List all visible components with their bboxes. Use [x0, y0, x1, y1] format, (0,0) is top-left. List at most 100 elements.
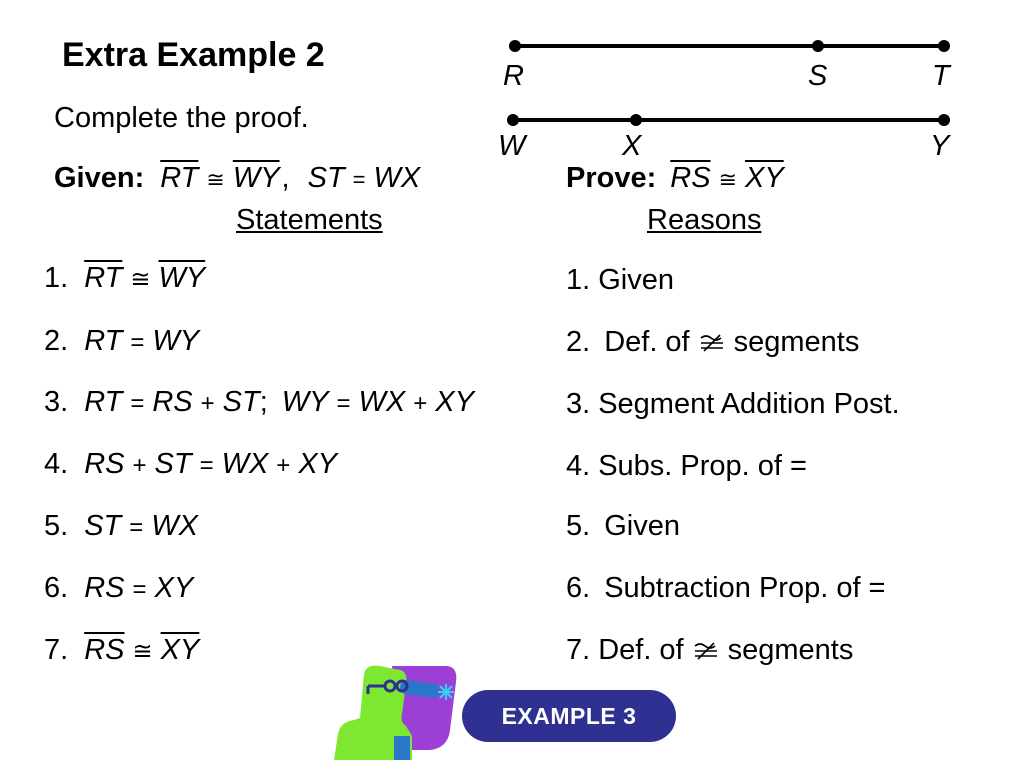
math-operator: ≅	[132, 638, 153, 665]
segment-term: ST	[84, 510, 122, 542]
math-operator: =	[130, 329, 145, 356]
congruent-symbol-icon	[700, 333, 723, 352]
math-operator: +	[413, 390, 428, 417]
segment-term: WX	[358, 386, 406, 418]
reason-number: 5.	[566, 510, 591, 542]
given-separator: ,	[281, 162, 290, 194]
reason-text: Given	[604, 510, 680, 542]
statements-header: Statements	[236, 204, 383, 236]
segment-term: RT	[84, 262, 123, 294]
example-3-button[interactable]: EXAMPLE 3	[462, 690, 676, 742]
reason-row: 1.Given	[566, 264, 674, 297]
mascot-glasses-lens	[395, 679, 409, 693]
given-row: Given: RT ≅ WY , ST = WX	[54, 162, 420, 195]
statement-row: 1.RT≅WY	[44, 262, 205, 295]
reason-row: 3.Segment Addition Post.	[566, 388, 900, 421]
reason-text: Def. of	[598, 634, 684, 666]
reason-text: Segment Addition Post.	[598, 388, 900, 420]
equals-symbol: =	[352, 167, 366, 192]
reasons-header: Reasons	[647, 204, 762, 236]
reason-number: 6.	[566, 572, 591, 604]
reason-text: Subs. Prop. of =	[598, 450, 807, 482]
given-seg1: RT	[160, 162, 199, 194]
reason-text: segments	[727, 634, 854, 666]
point-r	[509, 40, 521, 52]
reason-number: 3.	[566, 388, 591, 420]
given-eq-right: WX	[373, 162, 421, 194]
segment-term: WX	[151, 510, 198, 542]
segment-term: XY	[298, 448, 337, 480]
page-title: Extra Example 2	[62, 36, 325, 74]
statement-number: 2.	[44, 325, 69, 357]
label-r: R	[503, 60, 524, 92]
segment-term: WY	[152, 325, 200, 357]
reason-text: Subtraction Prop. of =	[604, 572, 886, 604]
math-operator: +	[200, 390, 215, 417]
prove-label: Prove:	[566, 162, 657, 194]
reason-row: 7.Def. of segments	[566, 634, 853, 667]
statement-number: 5.	[44, 510, 69, 542]
math-operator: =	[129, 514, 144, 541]
label-x: X	[622, 130, 642, 162]
mascot-blue-arm	[399, 680, 441, 698]
reason-row: 2. Def. of segments	[566, 326, 859, 359]
statement-row: 5. ST = WX	[44, 510, 198, 543]
label-s: S	[808, 60, 828, 92]
math-operator: +	[132, 452, 147, 479]
math-operator: =	[199, 452, 214, 479]
congruent-symbol: ≅	[718, 167, 737, 192]
mascot-blue-base	[394, 736, 410, 760]
point-s	[812, 40, 824, 52]
mascot-sparkle-icon	[438, 684, 454, 700]
segment-wxy	[507, 114, 950, 126]
math-operator: +	[276, 452, 291, 479]
mascot-illustration	[334, 665, 457, 760]
math-operator: =	[336, 390, 351, 417]
congruent-symbol: ≅	[206, 167, 225, 192]
segment-term: WY	[281, 386, 329, 418]
statement-number: 1.	[44, 262, 69, 294]
segment-diagram	[507, 40, 950, 126]
reason-text: Def. of	[604, 326, 690, 358]
instruction-text: Complete the proof.	[54, 102, 309, 134]
statement-number: 3.	[44, 386, 69, 418]
segment-term: XY	[154, 572, 194, 604]
label-t: T	[932, 60, 950, 92]
reason-number: 2.	[566, 326, 591, 358]
statement-row: 6. RS = XY	[44, 572, 193, 605]
prove-seg2: XY	[745, 162, 784, 194]
reason-number: 7.	[566, 634, 591, 666]
point-t	[938, 40, 950, 52]
segment-term: RS	[84, 572, 125, 604]
reason-text: Given	[598, 264, 674, 296]
segment-rst	[509, 40, 950, 52]
reason-row: 4.Subs. Prop. of =	[566, 450, 807, 483]
given-label: Given:	[54, 162, 145, 194]
given-seg2: WY	[232, 162, 280, 194]
reason-row: 6. Subtraction Prop. of =	[566, 572, 886, 605]
label-w: W	[498, 130, 526, 162]
math-operator: =	[130, 390, 145, 417]
segment-term: WY	[158, 262, 206, 294]
segment-term: RT	[84, 386, 123, 418]
segment-term: RS	[152, 386, 193, 418]
point-w	[507, 114, 519, 126]
prove-row: Prove: RS ≅ XY	[566, 162, 784, 195]
reason-number: 1.	[566, 264, 591, 296]
statement-number: 6.	[44, 572, 69, 604]
segment-term: XY	[435, 386, 474, 418]
segment-term: WX	[221, 448, 269, 480]
statement-number: 4.	[44, 448, 69, 480]
math-operator: ;	[259, 386, 268, 418]
segment-term: XY	[160, 634, 200, 666]
math-operator: =	[132, 576, 147, 603]
segment-term: RS	[84, 448, 125, 480]
reason-text: segments	[733, 326, 860, 358]
statement-row: 7.RS≅XY	[44, 634, 199, 667]
statement-row: 3. RT = RS + ST; WY = WX + XY	[44, 386, 474, 419]
statement-row: 4. RS + ST = WX + XY	[44, 448, 337, 481]
segment-term: ST	[154, 448, 192, 480]
segment-term: ST	[222, 386, 260, 418]
prove-seg1: RS	[670, 162, 711, 194]
reason-row: 5. Given	[566, 510, 680, 543]
